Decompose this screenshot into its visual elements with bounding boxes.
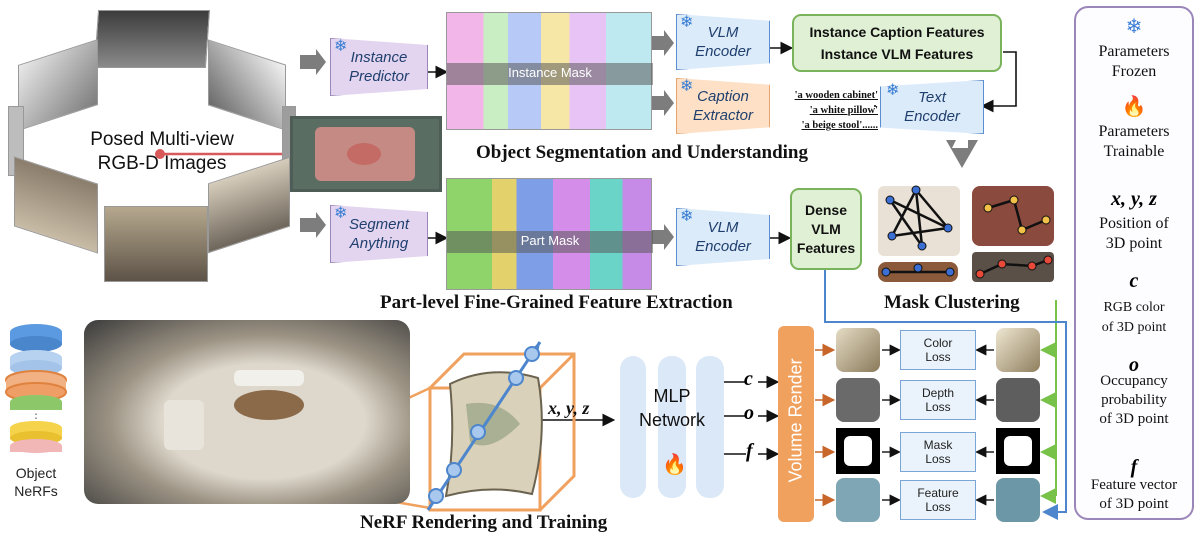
legend-o-symbol: o [1129,354,1139,376]
legend-xyz-symbol: x, y, z [1111,188,1157,210]
caption-item: 'a white pillow' [809,105,878,116]
scene-topdown-image [290,116,442,192]
legend-trainable: Parameters Trainable [1098,123,1170,160]
gt-feature [996,478,1040,522]
vlm-encoder-label: VLM Encoder [695,24,751,60]
text-encoder-label: Text Encoder [904,89,960,125]
mlp-network: MLP Network 🔥 [620,356,724,498]
section-title-segmentation: Object Segmentation and Understanding [476,142,808,163]
snowflake-icon: ❄ [680,78,694,95]
segment-anything-label: Segment Anything [348,216,410,252]
part-mask-label: Part Mask [520,233,580,248]
rendered-mask [836,428,880,474]
volume-render-bar: Volume Render [778,326,814,522]
instance-mask-label: Instance Mask [508,65,592,80]
caption-item: 'a wooden cabinet' [794,90,878,101]
text-encoder-box: Text Encoder [880,80,984,134]
object-nerfs-label: Object NeRFs [14,465,58,499]
legend-c-symbol: c [1129,270,1139,292]
legend-f-symbol: f [1130,456,1138,478]
snowflake-icon: ❄ [334,205,348,222]
xyz-input-label: x, y, z [548,398,590,418]
caption-extractor-label: Caption Extractor [692,88,753,124]
posed-multiview-images: Posed Multi-view RGB-D Images [8,10,296,282]
legend-xyz-desc: Position of 3D point [1099,215,1169,252]
flame-icon: 🔥 [1121,96,1147,118]
legend-frozen: Parameters Frozen [1098,43,1170,80]
section-title-clustering: Mask Clustering [884,292,1020,313]
loss-label: Depth Loss [921,386,955,414]
segment-anything-box: Segment Anything [330,205,428,263]
posed-images-label: Posed Multi-view RGB-D Images [90,129,234,174]
snowflake-icon: ❄ [680,14,694,31]
gt-mask [996,428,1040,474]
part-mask-image: Part Mask [446,178,653,290]
instance-predictor-box: Instance Predictor [330,38,428,96]
rendered-color [836,328,880,372]
legend-panel: ❄ Parameters Frozen 🔥 Parameters Trainab… [1074,6,1194,520]
depth-image [18,39,98,131]
section-title-nerf: NeRF Rendering and Training [360,512,608,533]
depth-image [208,39,286,131]
output-o: o [744,402,754,424]
color-loss-box: Color Loss [900,330,976,370]
caption-item: 'a beige stool'...... [801,120,878,131]
rendered-feature [836,478,880,522]
loss-label: Mask Loss [923,438,953,466]
dense-features-label: Dense VLM Features [796,201,856,256]
caption-list: 'a wooden cabinet' 'a white pillow' 'a b… [778,88,878,133]
zoomed-cube [426,341,576,512]
legend-o-desc: Occupancy probability of 3D point [1099,373,1169,427]
room-render-image [84,320,410,504]
legend-f-desc: Feature vector of 3D point [1090,477,1178,512]
depth-loss-box: Depth Loss [900,380,976,420]
snowflake-icon: ❄ [1125,16,1143,38]
snowflake-icon: ❄ [886,82,900,99]
vlm-encoder-label: VLM Encoder [695,219,751,255]
snowflake-icon: ❄ [334,38,348,55]
flame-icon: 🔥 [662,454,687,476]
vlm-encoder-box-1: VLM Encoder [676,14,770,70]
depth-image [93,10,211,68]
instance-predictor-label: Instance Predictor [348,49,410,85]
grey-arrows [300,30,978,250]
rendered-depth [836,378,880,422]
legend-c-desc: RGB color of 3D point [1101,300,1167,335]
section-title-part: Part-level Fine-Grained Feature Extracti… [380,292,733,313]
snowflake-icon: ❄ [680,208,694,225]
object-nerfs-stack: ⋮ [5,324,67,453]
volume-render-label: Volume Render [785,358,806,483]
mask-loss-box: Mask Loss [900,432,976,472]
gt-depth [996,378,1040,422]
mlp-label: MLP Network [638,386,705,430]
mask-clustering-graphic [878,185,1054,282]
instance-features-box: Instance Caption Features Instance VLM F… [792,14,1002,72]
output-f: f [746,440,753,462]
instance-mask-image: Instance Mask [446,12,653,130]
gt-color [996,328,1040,372]
instance-features-label: Instance Caption Features Instance VLM F… [809,24,985,62]
output-c: c [744,368,753,390]
rgb-image [104,206,208,282]
loss-label: Feature Loss [917,486,959,514]
loss-label: Color Loss [923,336,953,364]
caption-extractor-box: Caption Extractor [676,78,770,134]
dense-features-box: Dense VLM Features [790,188,862,270]
feature-loss-box: Feature Loss [900,480,976,520]
